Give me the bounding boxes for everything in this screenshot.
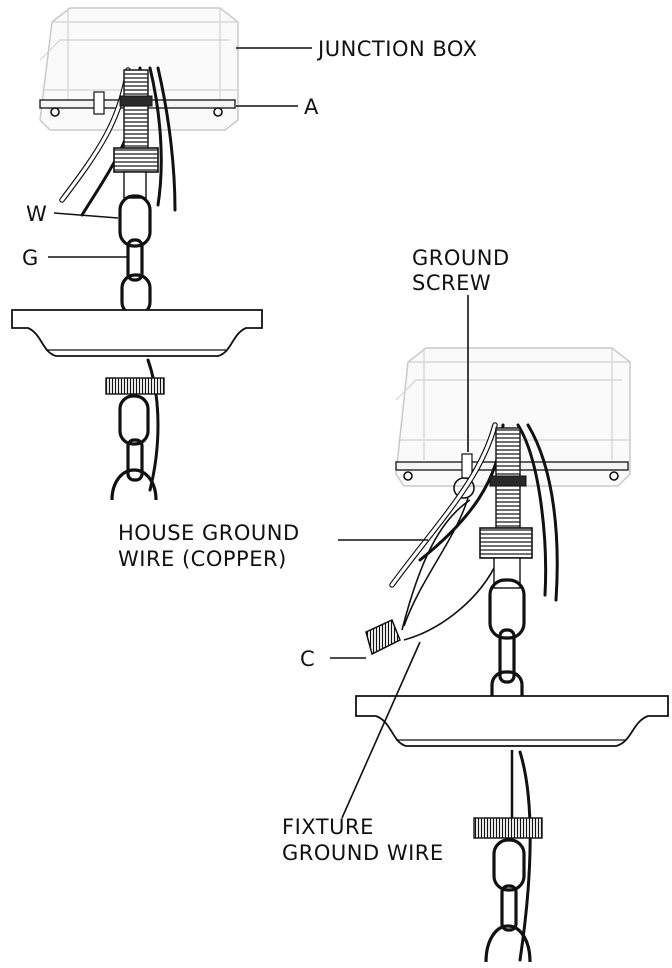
canopy-lower — [355, 695, 669, 747]
label-house-ground-1: HOUSE GROUND — [118, 521, 300, 545]
knurled-nut-lower — [473, 817, 543, 839]
lock-nut-upper — [119, 95, 153, 107]
house-ground-wire — [403, 497, 469, 627]
label-house-ground-2: WIRE (COPPER) — [118, 547, 287, 571]
lower-assembly — [355, 347, 669, 963]
ground-screw-upper — [93, 91, 105, 115]
chain-link — [498, 628, 516, 684]
junction-box-lower — [395, 347, 631, 487]
label-a: A — [304, 95, 319, 119]
strap-screw-left — [50, 107, 60, 117]
wire-connector — [365, 618, 401, 656]
labels: JUNCTION BOX A W G GROUND SCREW HOUSE GR… — [22, 37, 510, 865]
chain-link — [500, 884, 518, 932]
leader-lines — [48, 47, 469, 819]
chain-link — [488, 578, 526, 640]
upper-assembly — [11, 7, 263, 501]
label-c: C — [300, 647, 315, 671]
lock-nut-lower — [489, 475, 527, 487]
threaded-nipple-upper — [123, 69, 149, 156]
knurled-nut-upper — [105, 377, 165, 395]
chain-link — [118, 194, 152, 248]
label-fixture-ground-1: FIXTURE — [282, 815, 374, 839]
loop-body-upper — [123, 171, 147, 199]
label-ground-screw-2: SCREW — [412, 271, 491, 295]
strap-screw-left — [403, 471, 413, 481]
label-ground-screw-1: GROUND — [412, 246, 510, 270]
chain-link — [126, 438, 144, 482]
chain-link — [126, 238, 144, 282]
canopy-nut-lower — [479, 527, 533, 559]
ground-wire-loop — [453, 477, 475, 499]
canopy-nut-upper — [113, 147, 159, 173]
label-g: G — [22, 246, 39, 270]
chain-link — [118, 394, 150, 446]
label-fixture-ground-2: GROUND WIRE — [282, 841, 444, 865]
label-junction-box: JUNCTION BOX — [316, 37, 477, 61]
fixture-ground-wire — [403, 559, 499, 641]
strap-screw-right — [609, 471, 619, 481]
chain-link — [492, 838, 526, 892]
label-w: W — [26, 202, 47, 226]
strap-screw-right — [213, 107, 223, 117]
canopy-upper — [11, 309, 263, 357]
